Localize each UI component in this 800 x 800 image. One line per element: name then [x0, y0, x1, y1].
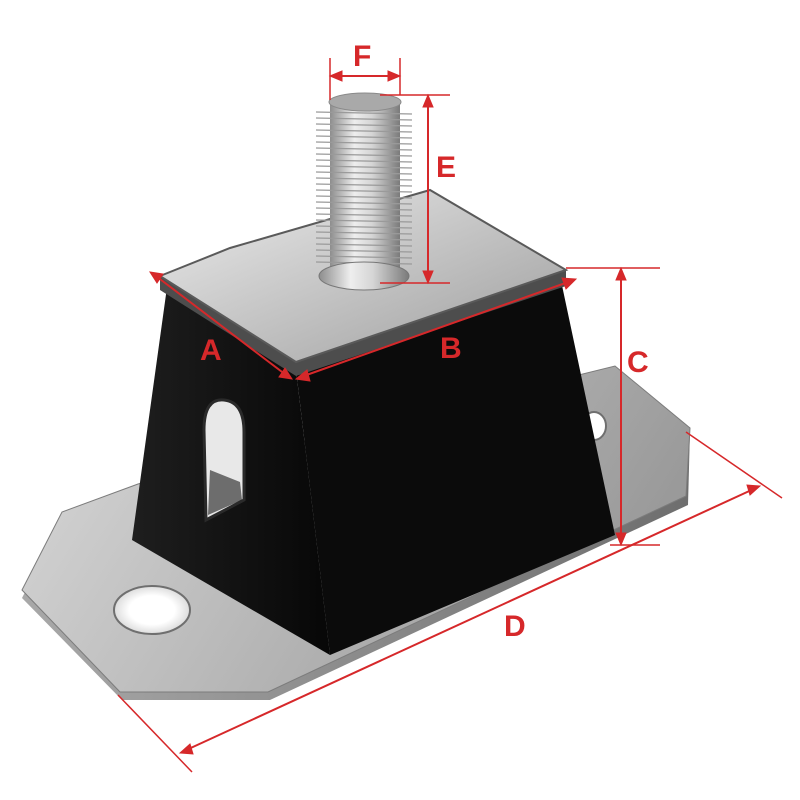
thread-ridge [315, 165, 413, 169]
thread-ridge [315, 255, 413, 259]
rubber-front-face [296, 276, 615, 655]
rubber-slot-shadow [208, 470, 242, 515]
label-e: E [436, 151, 456, 184]
dimension-d [117, 431, 783, 773]
dimension-e [380, 93, 450, 285]
threaded-stud [315, 92, 413, 291]
thread-ridge [315, 195, 413, 199]
dimension-f [328, 58, 402, 100]
thread-ridge [315, 231, 413, 235]
thread-ridge [315, 249, 413, 253]
thread-ridge [315, 243, 413, 247]
thread-ridge [315, 183, 413, 187]
thread-ridge [315, 153, 413, 157]
dimension-labels: F E A B C D [200, 40, 649, 643]
thread-ridge [315, 207, 413, 211]
label-b: B [440, 332, 462, 365]
thread-ridge [315, 129, 413, 133]
thread-ridge [315, 159, 413, 163]
thread-ridge [315, 201, 413, 205]
thread-ridge [315, 147, 413, 151]
thread-ridge [315, 219, 413, 223]
label-d: D [504, 610, 526, 643]
stud-threads [315, 111, 413, 265]
thread-ridge [315, 171, 413, 175]
dimension-a [148, 271, 294, 380]
stud-base [318, 261, 410, 291]
dimension-lines [117, 58, 783, 773]
thread-ridge [315, 237, 413, 241]
label-f: F [353, 40, 371, 73]
label-a: A [200, 334, 222, 367]
thread-ridge [315, 177, 413, 181]
thread-ridge [315, 123, 413, 127]
mounting-hole-left [113, 585, 191, 635]
dimension-b [294, 277, 578, 382]
label-c: C [627, 346, 649, 379]
top-plate-edge [160, 270, 566, 376]
thread-ridge [315, 213, 413, 217]
thread-ridge [315, 189, 413, 193]
thread-ridge [315, 117, 413, 121]
rubber-body [132, 276, 615, 655]
thread-ridge [315, 225, 413, 229]
thread-ridge [315, 135, 413, 139]
dimension-c [566, 266, 660, 547]
thread-ridge [315, 111, 413, 115]
stud-top [328, 92, 402, 112]
thread-ridge [315, 141, 413, 145]
stud-shaft [330, 100, 400, 276]
